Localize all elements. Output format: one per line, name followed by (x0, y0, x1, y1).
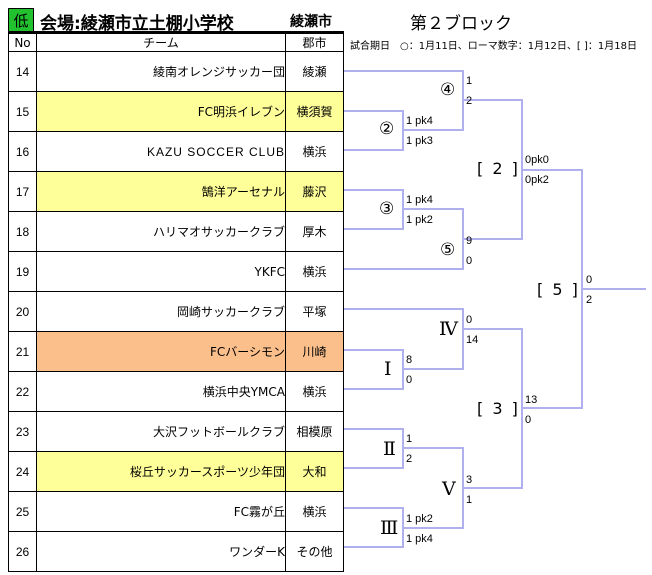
score-m5-bottom: 0 (466, 255, 473, 267)
team-no: 22 (8, 371, 37, 412)
score-m3-bottom: 1 pk2 (406, 214, 433, 226)
match-mark-b2: [ 2 ] (477, 159, 520, 178)
score-r2-top: 1 (406, 433, 413, 445)
match-mark-b3: [ 3 ] (477, 399, 520, 418)
team-name: ハリマオサッカークラブ (36, 211, 286, 252)
score-b3-top: 13 (525, 394, 538, 406)
score-r3-bottom: 1 pk4 (406, 533, 433, 545)
match-mark-3: ③ (379, 199, 395, 219)
team-name: 桜丘サッカースポーツ少年団 (36, 451, 286, 492)
team-no: 26 (8, 531, 37, 572)
score-m3-top: 1 pk4 (406, 194, 433, 206)
score-b5-bottom: 2 (586, 294, 593, 306)
bracket-line-r4 (344, 308, 464, 370)
match-mark-2: ② (379, 119, 395, 139)
column-header-team: チーム (36, 33, 286, 52)
team-city: 横浜 (285, 131, 344, 172)
match-mark-r4: Ⅳ (439, 318, 458, 340)
match-mark-5: ⑤ (440, 240, 456, 260)
score-b2-bottom: 0pk2 (525, 174, 549, 186)
match-mark-r5: Ⅴ (442, 478, 456, 500)
score-r5-top: 3 (466, 474, 473, 486)
score-b2-top: 0pk0 (525, 154, 549, 166)
score-b3-bottom: 0 (525, 414, 532, 426)
score-r4-bottom: 14 (466, 334, 479, 346)
score-b5-top: 0 (586, 274, 593, 286)
score-r4-top: 0 (466, 314, 473, 326)
team-no: 18 (8, 211, 37, 252)
score-m5-top: 9 (466, 235, 473, 247)
score-r1-top: 8 (406, 354, 413, 366)
team-name: FCバーシモン (36, 331, 286, 372)
team-name: FC明浜イレブン (36, 91, 286, 132)
match-mark-r3: Ⅲ (380, 517, 399, 539)
score-r2-bottom: 2 (406, 453, 413, 465)
team-city: 横須賀 (285, 91, 344, 132)
team-city: 川崎 (285, 331, 344, 372)
team-city: 相模原 (285, 411, 344, 452)
score-r3-top: 1 pk2 (406, 513, 433, 525)
block-title: 第２ブロック (410, 14, 512, 34)
team-city: 大和 (285, 451, 344, 492)
team-name: FC霧が丘 (36, 491, 286, 532)
score-m4-bottom: 2 (466, 95, 473, 107)
title-underline (8, 31, 344, 33)
schedule-legend: 試合期日 ○：1月11日、ローマ数字：1月12日、[ ]：1月18日 (350, 41, 637, 52)
team-no: 17 (8, 171, 37, 212)
score-m4-top: 1 (466, 75, 473, 87)
team-city: 横浜 (285, 371, 344, 412)
team-name: 大沢フットボールクラブ (36, 411, 286, 452)
team-no: 19 (8, 251, 37, 292)
team-city: その他 (285, 531, 344, 572)
venue-city: 綾瀬市 (290, 14, 332, 30)
bracket-line-r1 (344, 349, 404, 390)
score-r1-bottom: 0 (406, 374, 413, 386)
score-m2-top: 1 pk4 (406, 115, 433, 127)
match-mark-4: ④ (440, 80, 456, 100)
team-name: 横浜中央YMCA (36, 371, 286, 412)
match-mark-b5: [ 5 ] (537, 280, 580, 299)
team-city: 綾瀬 (285, 51, 344, 92)
team-name: ワンダーK (36, 531, 286, 572)
team-name: 鵠洋アーセナル (36, 171, 286, 212)
match-mark-r1: Ⅰ (384, 358, 392, 380)
score-r5-bottom: 1 (466, 494, 473, 506)
score-m2-bottom: 1 pk3 (406, 135, 433, 147)
category-badge: 低 (8, 8, 34, 32)
venue-title: 会場:綾瀬市立土棚小学校 (40, 14, 234, 34)
match-mark-r2: Ⅱ (383, 438, 396, 460)
team-no: 25 (8, 491, 37, 532)
team-no: 15 (8, 91, 37, 132)
